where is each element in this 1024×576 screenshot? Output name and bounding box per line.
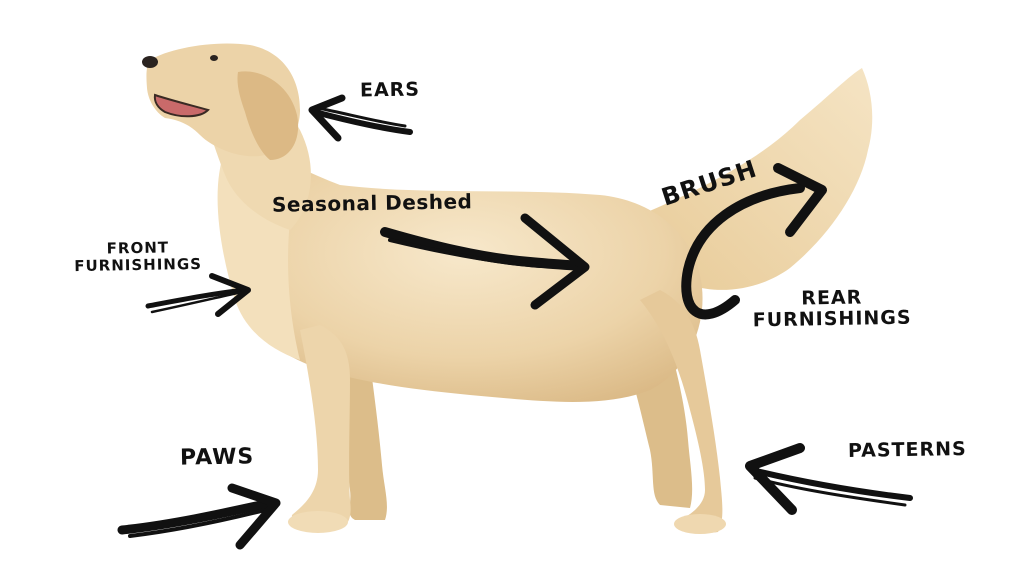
dog-rear-leg-near (640, 290, 723, 533)
pasterns-label: PASTERNS (847, 437, 967, 463)
seasonal-deshed-arrow (380, 213, 590, 310)
dog (142, 43, 873, 534)
brush-arrow (681, 163, 827, 320)
dog-rear-paw (674, 514, 726, 534)
dog-mouth (153, 93, 210, 118)
ears-arrow (308, 94, 413, 142)
dog-eye (210, 55, 218, 61)
dog-tail (640, 68, 873, 290)
seasonal-deshed-label: Seasonal Deshed (271, 189, 473, 217)
front-furnishings-label: FRONT FURNISHINGS (68, 238, 209, 275)
dog-ear (237, 71, 299, 160)
rear-furnishings-label: REAR FURNISHINGS (752, 286, 913, 332)
dog-nose (142, 56, 158, 68)
rear-furnishings-line2: FURNISHINGS (752, 306, 912, 332)
dog-front-paw (288, 511, 348, 533)
front-furnishings-line2: FURNISHINGS (74, 254, 203, 275)
front-furnishings-arrow (145, 273, 251, 317)
paws-arrow (117, 483, 281, 550)
dog-front-leg-near (291, 325, 351, 531)
dog-body (225, 153, 703, 402)
ears-label: EARS (359, 78, 421, 102)
paws-label: PAWS (179, 444, 255, 471)
pasterns-arrow (745, 443, 913, 515)
